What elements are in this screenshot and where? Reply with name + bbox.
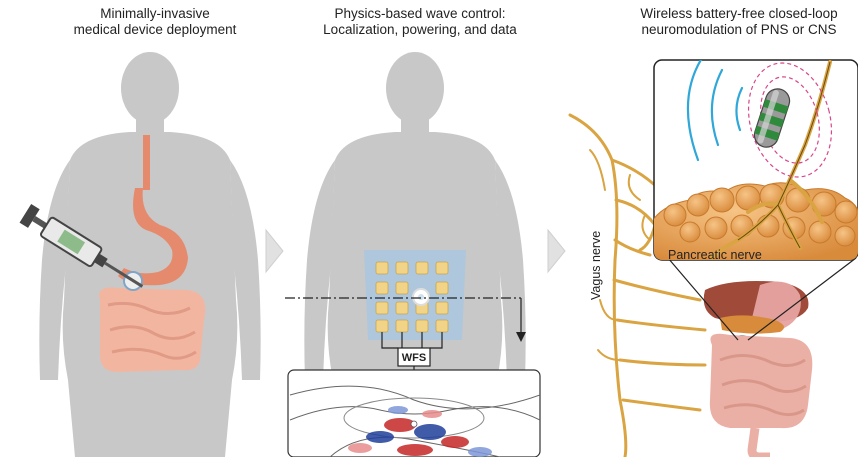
arrow-right-2 [548,230,565,272]
gi-organs [704,281,813,457]
neuromodulation-inset: Pancreatic nerve [650,54,858,262]
pancreatic-nerve-label: Pancreatic nerve [668,248,762,262]
wfs-label: WFS [402,352,426,364]
vagus-nerve-label: Vagus nerve [589,231,603,300]
esophagus [143,135,150,190]
wave-simulation-inset [288,370,540,457]
arrow-right-1 [266,230,283,272]
